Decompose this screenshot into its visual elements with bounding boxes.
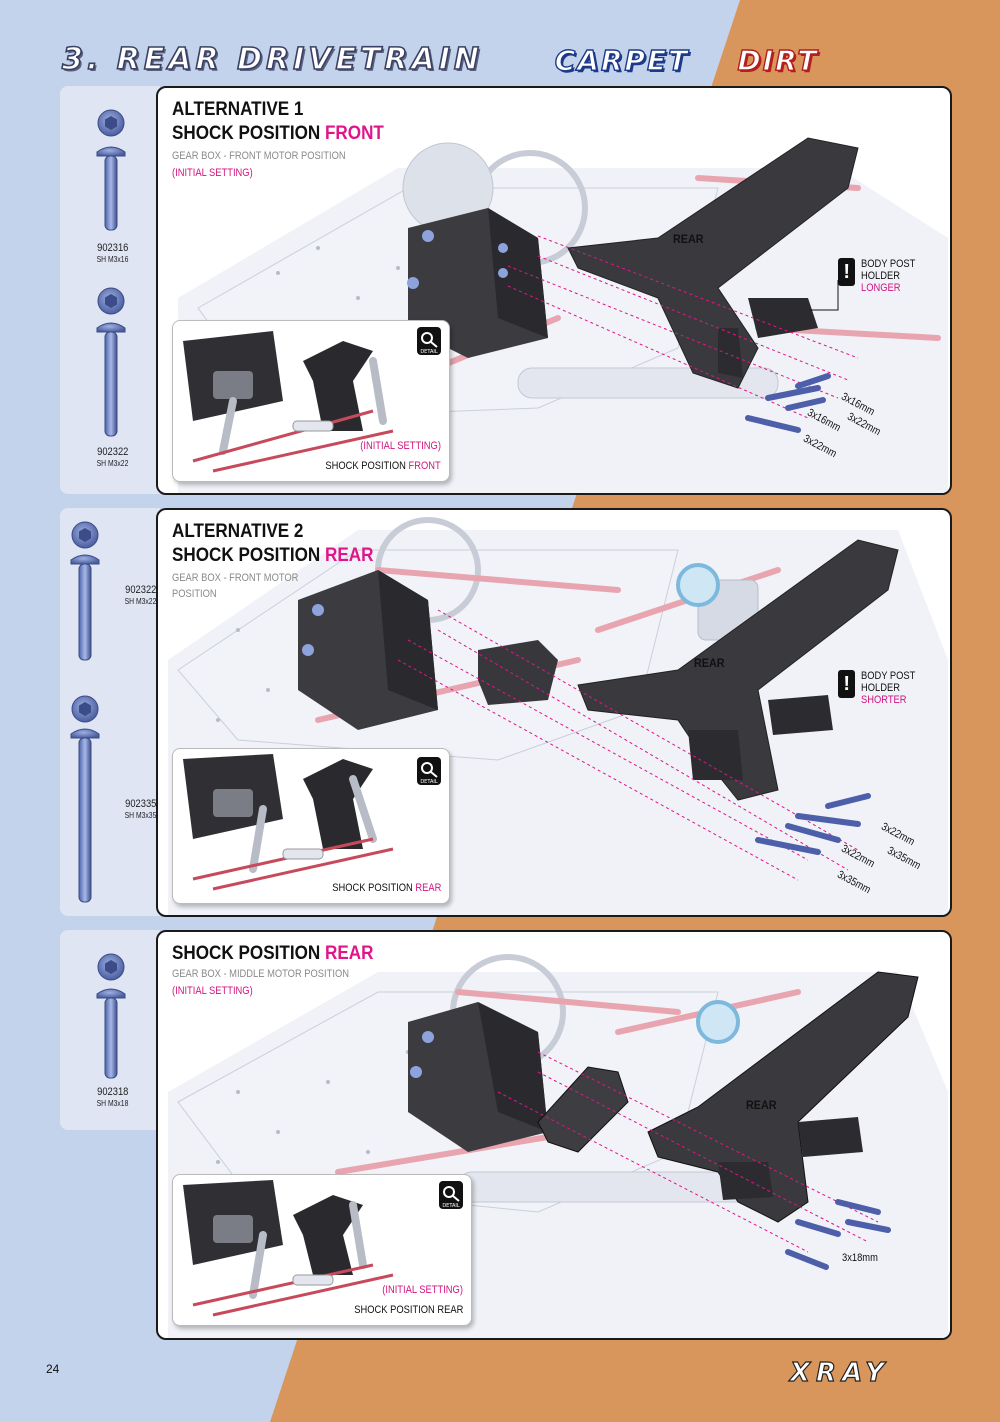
- section-shock-title: SHOCK POSITION REAR: [172, 545, 374, 566]
- rear-label: REAR: [673, 232, 704, 246]
- screw-head-icon: [71, 521, 99, 549]
- section-subtitle: GEAR BOX - FRONT MOTOR: [172, 572, 299, 584]
- page-title: 3. REAR DRIVETRAIN: [61, 41, 483, 78]
- section-title: ALTERNATIVE 1: [172, 99, 304, 120]
- section-shock-title: SHOCK POSITION REAR: [172, 943, 374, 964]
- section-subtitle: GEAR BOX - MIDDLE MOTOR POSITION: [172, 968, 349, 980]
- section-subtitle: POSITION: [172, 588, 217, 600]
- detail-illustration: [183, 754, 394, 891]
- svg-text:DETAIL: DETAIL: [420, 349, 438, 355]
- detail-magnify-icon: DETAIL: [417, 327, 441, 355]
- detail-inset: DETAIL SHOCK POSITION REAR: [172, 748, 450, 904]
- shock-highlight: REAR: [324, 545, 374, 566]
- section-shock-title: SHOCK POSITION FRONT: [172, 123, 384, 144]
- screw-code: 902335: [124, 798, 156, 810]
- step-panel-alternative-2: ALTERNATIVE 2 SHOCK POSITION REAR GEAR B…: [156, 508, 952, 917]
- exclamation-icon: !: [838, 670, 856, 698]
- shock-highlight: FRONT: [324, 123, 384, 144]
- exclamation-icon: !: [838, 258, 856, 286]
- detail-magnify-icon: DETAIL: [417, 757, 441, 785]
- svg-text:DETAIL: DETAIL: [442, 1203, 460, 1209]
- screw-side-icon: [96, 322, 126, 437]
- inset-caption-shock: SHOCK POSITION REAR: [331, 882, 441, 894]
- screw-side-icon: [96, 146, 126, 231]
- detail-magnify-icon: DETAIL: [439, 1181, 463, 1209]
- detail-inset: DETAIL (INITIAL SETTING) SHOCK POSITION …: [172, 320, 450, 482]
- section-subtitle: GEAR BOX - FRONT MOTOR POSITION: [172, 150, 346, 162]
- page-number: 24: [46, 1362, 60, 1376]
- screw-head-icon: [97, 109, 125, 137]
- rear-label: REAR: [694, 656, 725, 670]
- inset-caption-initial: (INITIAL SETTING): [360, 440, 441, 452]
- xray-logo: XRAY: [789, 1357, 891, 1388]
- inset-caption-shock: SHOCK POSITION FRONT: [325, 460, 441, 472]
- screw-head-icon: [97, 953, 125, 981]
- screw-spec: SH M3x22: [96, 459, 128, 468]
- rear-label: REAR: [746, 1098, 777, 1112]
- screw-spec: SH M3x18: [96, 1099, 128, 1108]
- screw-head-icon: [71, 695, 99, 723]
- initial-setting-label: (INITIAL SETTING): [172, 985, 253, 997]
- screw-code: 902316: [96, 242, 128, 254]
- size-label: 3x18mm: [842, 1252, 878, 1264]
- screw-spec: SH M3x16: [96, 255, 128, 264]
- detail-inset: DETAIL (INITIAL SETTING) SHOCK POSITION …: [172, 1174, 472, 1326]
- step-panel-alternative-1: ALTERNATIVE 1 SHOCK POSITION FRONT GEAR …: [156, 86, 952, 495]
- initial-setting-label: (INITIAL SETTING): [172, 167, 253, 179]
- detail-illustration: [183, 1180, 394, 1317]
- screw-sidebar-1: 902316 SH M3x16 902322 SH M3x22: [60, 86, 160, 494]
- screw-side-icon: [96, 988, 126, 1079]
- screw-sidebar-2: 902322 SH M3x22 902335 SH M3x35: [60, 508, 160, 916]
- screw-spec: SH M3x35: [124, 811, 156, 820]
- screw-side-icon: [70, 728, 100, 903]
- carpet-badge: CARPET: [554, 43, 690, 77]
- svg-text:DETAIL: DETAIL: [420, 779, 438, 785]
- inset-caption-initial: (INITIAL SETTING): [382, 1284, 463, 1296]
- screw-code: 902318: [96, 1086, 128, 1098]
- dirt-badge: DIRT: [737, 43, 819, 77]
- step-panel-middle-motor: SHOCK POSITION REAR GEAR BOX - MIDDLE MO…: [156, 930, 952, 1340]
- detail-illustration: [183, 331, 394, 473]
- screw-spec: SH M3x22: [124, 597, 156, 606]
- shock-highlight: REAR: [324, 943, 374, 964]
- screw-head-icon: [97, 287, 125, 315]
- section-title: ALTERNATIVE 2: [172, 521, 304, 542]
- screw-code: 902322: [96, 446, 128, 458]
- screw-code: 902322: [124, 584, 156, 596]
- inset-caption-shock: SHOCK POSITION REAR: [353, 1304, 463, 1316]
- screw-sidebar-3: 902318 SH M3x18: [60, 930, 160, 1130]
- screw-side-icon: [70, 554, 100, 661]
